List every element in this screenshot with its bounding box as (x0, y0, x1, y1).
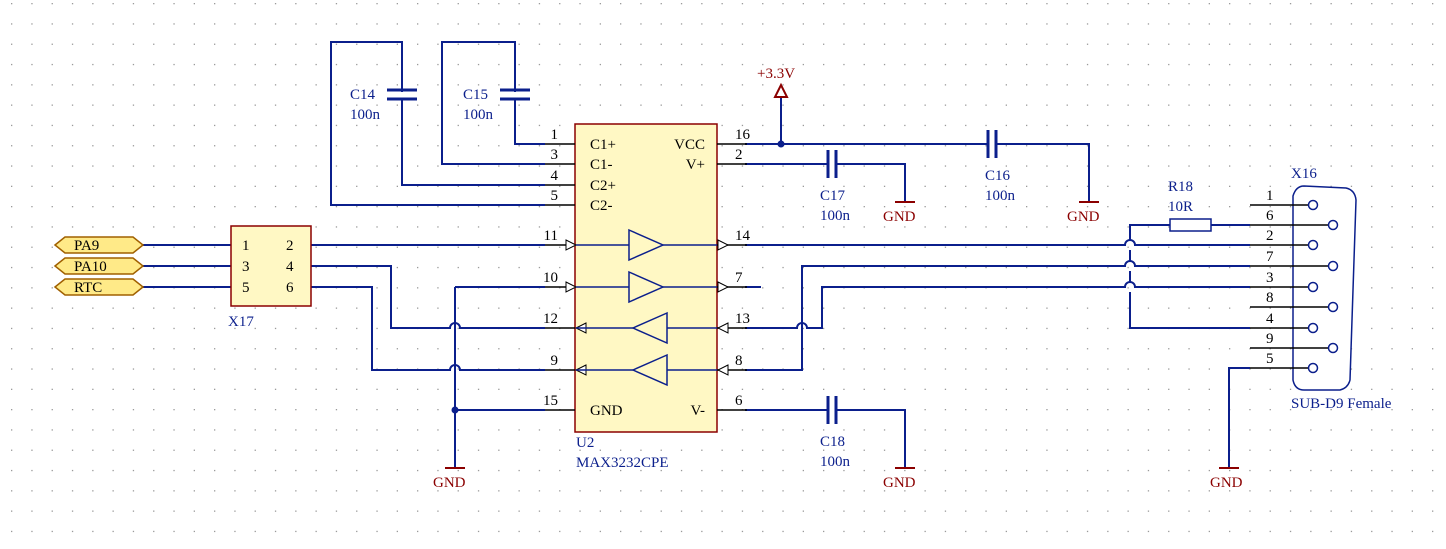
pin-name-c2p: C2+ (590, 178, 616, 194)
gnd-label-5: GND (1210, 475, 1243, 491)
db9-pin-6: 6 (1266, 208, 1274, 224)
capacitor-c18[interactable]: C18 100n (820, 396, 851, 470)
port-pa9[interactable]: PA9 (53, 236, 145, 254)
port-pa10-label: PA10 (74, 259, 107, 275)
pin-num-2: 2 (735, 147, 743, 163)
gnd-label-3: GND (433, 475, 466, 491)
pin-num-6: 6 (735, 393, 743, 409)
gnd-symbol-c17: GND (883, 201, 916, 225)
db9-pin-1: 1 (1266, 188, 1274, 204)
port-pa10[interactable]: PA10 (53, 257, 145, 275)
pin-name-vm: V- (691, 403, 705, 419)
x17-pin-5: 5 (242, 280, 250, 296)
r18-ref: R18 (1168, 179, 1193, 195)
capacitor-c17[interactable]: C17 100n (820, 150, 851, 224)
pin-num-1: 1 (551, 127, 559, 143)
gnd-symbol-db9: GND (1210, 467, 1243, 491)
db9-pin-3: 3 (1266, 270, 1274, 286)
resistor-r18[interactable]: R18 10R (1168, 179, 1212, 232)
capacitor-c14[interactable]: C14 100n (350, 87, 417, 123)
pin-name-c1p: C1+ (590, 137, 616, 153)
gnd-symbol-c16: GND (1067, 201, 1100, 225)
c15-ref: C15 (463, 87, 488, 103)
db9-pin-8: 8 (1266, 290, 1274, 306)
gnd-label-2: GND (1067, 209, 1100, 225)
tx-buffer-1 (628, 228, 665, 262)
pin-name-c2m: C2- (590, 198, 613, 214)
r18-value: 10R (1168, 199, 1193, 215)
pin-num-11: 11 (544, 228, 558, 244)
connector-x16-db9[interactable]: 1 6 2 7 3 8 4 9 5 X16 SUB-D9 Female (1250, 166, 1392, 412)
ic-part-number: MAX3232CPE (576, 455, 669, 471)
x17-pin-4: 4 (286, 259, 294, 275)
c18-value: 100n (820, 454, 851, 470)
gnd-symbol-c18: GND (883, 467, 916, 491)
pin-num-10: 10 (543, 270, 558, 286)
capacitor-c16[interactable]: C16 100n (985, 130, 1016, 204)
port-rtc-label: RTC (74, 280, 102, 296)
pin-name-gnd: GND (590, 403, 623, 419)
ic-max3232[interactable]: C1+ C1- C2+ C2- GND VCC V+ V- 1 3 4 5 11… (543, 123, 751, 471)
pin-num-9: 9 (551, 353, 559, 369)
db9-pin-5: 5 (1266, 351, 1274, 367)
c14-ref: C14 (350, 87, 376, 103)
c14-value: 100n (350, 107, 381, 123)
pin-name-vcc: VCC (674, 137, 705, 153)
db9-contacts (1307, 199, 1339, 374)
junction-vcc (777, 140, 785, 148)
gnd-label-1: GND (883, 209, 916, 225)
x17-ref: X17 (228, 314, 254, 330)
db9-shell (1292, 185, 1357, 391)
pin-name-vp: V+ (686, 157, 705, 173)
db9-pin-4: 4 (1266, 311, 1274, 327)
c17-ref: C17 (820, 188, 846, 204)
capacitor-c15[interactable]: C15 100n (463, 87, 530, 123)
x16-type: SUB-D9 Female (1291, 396, 1392, 412)
x17-pin-2: 2 (286, 238, 294, 254)
pin-num-5: 5 (551, 188, 559, 204)
pin-num-8: 8 (735, 353, 743, 369)
pin-num-3: 3 (551, 147, 559, 163)
ic-body (574, 123, 718, 433)
c17-value: 100n (820, 208, 851, 224)
db9-pin-7: 7 (1266, 249, 1274, 265)
pin-num-12: 12 (543, 311, 558, 327)
c16-ref: C16 (985, 168, 1011, 184)
pin-name-c1m: C1- (590, 157, 613, 173)
db9-pin-9: 9 (1266, 331, 1274, 347)
c15-value: 100n (463, 107, 494, 123)
pin-num-16: 16 (735, 127, 751, 143)
x17-pin-6: 6 (286, 280, 294, 296)
gnd-label-4: GND (883, 475, 916, 491)
x16-ref: X16 (1291, 166, 1317, 182)
pin-num-15: 15 (543, 393, 558, 409)
rx-buffer-2 (631, 353, 668, 387)
junction-gnd (451, 406, 459, 414)
rx-buffer-1 (631, 311, 668, 345)
tx-buffer-2 (628, 270, 665, 304)
pin-num-4: 4 (551, 168, 559, 184)
db9-pin-2: 2 (1266, 228, 1274, 244)
wires (143, 41, 1250, 468)
c16-value: 100n (985, 188, 1016, 204)
pin-num-7: 7 (735, 270, 743, 286)
x17-pin-3: 3 (242, 259, 250, 275)
pin-num-13: 13 (735, 311, 750, 327)
gnd-symbol-u2: GND (433, 467, 466, 491)
x17-pin-1: 1 (242, 238, 250, 254)
port-pa9-label: PA9 (74, 238, 99, 254)
vcc-label: +3.3V (757, 66, 795, 82)
ic-designator: U2 (576, 435, 594, 451)
port-rtc[interactable]: RTC (53, 278, 145, 296)
pin-num-14: 14 (735, 228, 751, 244)
grid-dots (11, 3, 1434, 533)
c18-ref: C18 (820, 434, 845, 450)
power-3v3: +3.3V (757, 66, 795, 98)
header-x17[interactable]: 1 2 3 4 5 6 X17 (228, 225, 312, 330)
